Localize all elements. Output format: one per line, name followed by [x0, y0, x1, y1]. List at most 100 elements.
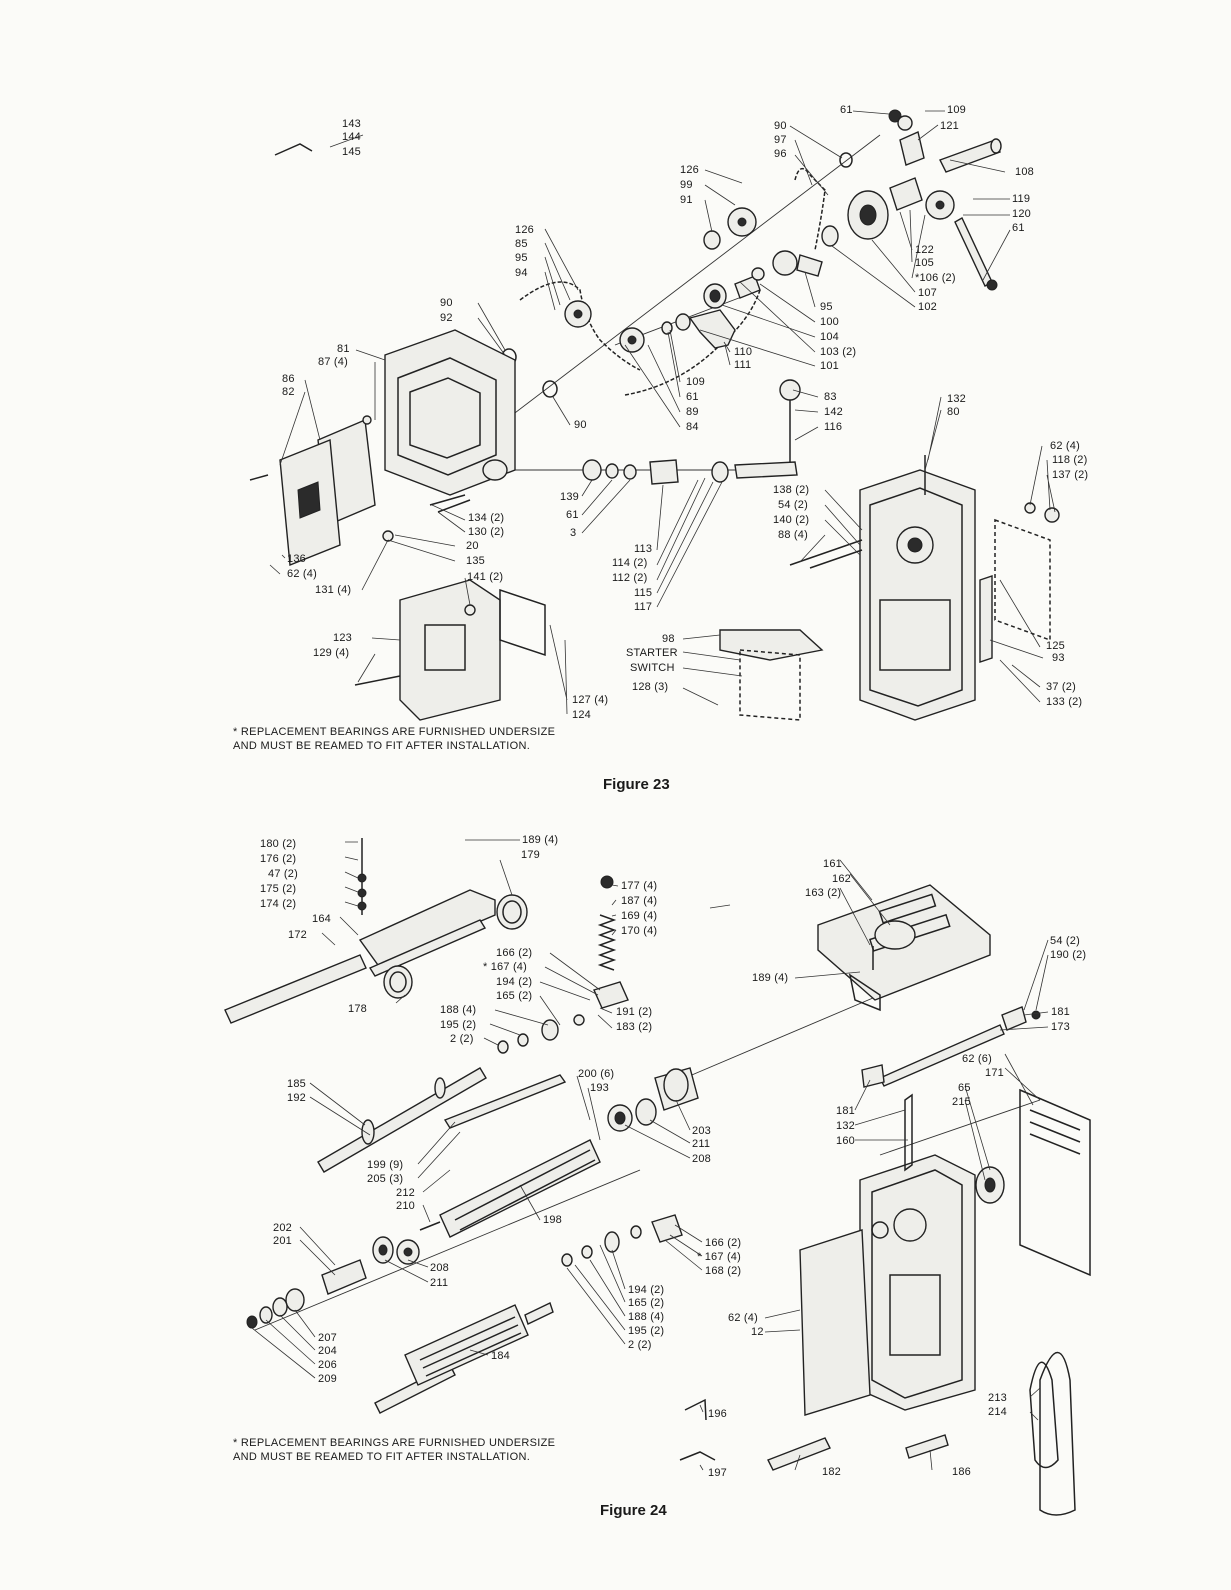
drive-shaft-185: [317, 1067, 487, 1173]
callout-194: 194 (2): [496, 976, 533, 988]
callout-54: 54 (2): [778, 499, 808, 511]
callout-167-b: * 167 (4): [697, 1251, 741, 1263]
callout-129: 129 (4): [313, 647, 350, 659]
callout-starter: STARTER: [626, 647, 678, 659]
callout-202: 202: [273, 1222, 292, 1234]
callout-166-b: 166 (2): [705, 1237, 742, 1249]
callout-138: 138 (2): [773, 484, 810, 496]
spring-170: [597, 875, 617, 971]
callout-133: 133 (2): [1046, 696, 1083, 708]
fence-bar-172: [224, 889, 496, 1024]
callout-83: 83: [824, 391, 837, 403]
callout-177: 177 (4): [621, 880, 658, 892]
callout-107: 107: [918, 287, 937, 299]
callout-178: 178: [348, 1003, 367, 1015]
callout-102: 102: [918, 301, 937, 313]
callout-194-b: 194 (2): [628, 1284, 665, 1296]
callout-139: 139: [560, 491, 579, 503]
bearing-note: * REPLACEMENT BEARINGS ARE FURNISHED UND…: [233, 1437, 556, 1463]
callout-184: 184: [491, 1350, 510, 1362]
callout-209: 209: [318, 1373, 337, 1385]
callout-128: 128 (3): [632, 681, 669, 693]
callout-93: 93: [1052, 652, 1065, 664]
callout-113: 113: [634, 543, 653, 555]
callout-206: 206: [318, 1359, 337, 1371]
callout-121: 121: [940, 120, 959, 132]
callout-3: 3: [570, 527, 577, 539]
callout-181: 181: [1051, 1006, 1070, 1018]
callout-95: 95: [515, 252, 528, 264]
callout-204: 204: [318, 1345, 337, 1357]
callout-99: 99: [680, 179, 693, 191]
side-cover-171: [1019, 1088, 1091, 1277]
callout-175: 175 (2): [260, 883, 297, 895]
callout-104: 104: [820, 331, 839, 343]
callout-54: 54 (2): [1050, 935, 1080, 947]
callout-108: 108: [1015, 166, 1034, 178]
callout-211: 211: [692, 1138, 711, 1150]
callout-61-c: 61: [686, 391, 699, 403]
figure-24: 180 (2) 176 (2) 47 (2) 175 (2) 174 (2) 1…: [0, 820, 1231, 1590]
callout-88: 88 (4): [778, 529, 808, 541]
callout-61-d: 61: [566, 509, 579, 521]
callout-145: 145: [342, 146, 361, 158]
callout-211-b: 211: [430, 1277, 449, 1289]
callout-197: 197: [708, 1467, 727, 1479]
callout-94: 94: [515, 267, 528, 279]
callout-181-b: 181: [836, 1105, 855, 1117]
callout-114: 114 (2): [612, 557, 648, 569]
callout-176: 176 (2): [260, 853, 297, 865]
callout-89: 89: [686, 406, 699, 418]
callout-180: 180 (2): [260, 838, 297, 850]
callout-37: 37 (2): [1046, 681, 1076, 693]
callout-196: 196: [708, 1408, 727, 1420]
callout-169: 169 (4): [621, 910, 658, 922]
callout-172: 172: [288, 929, 307, 941]
sprocket-91: [727, 207, 757, 237]
callout-203: 203: [692, 1125, 711, 1137]
callout-163: 163 (2): [805, 887, 842, 899]
callout-106: *106 (2): [915, 272, 956, 284]
callout-120: 120: [1012, 208, 1031, 220]
callout-20: 20: [466, 540, 479, 552]
callout-124: 124: [572, 709, 591, 721]
callout-191: 191 (2): [616, 1006, 653, 1018]
callout-91: 91: [680, 194, 693, 206]
callout-127: 127 (4): [572, 694, 609, 706]
callout-switch: SWITCH: [630, 662, 675, 674]
callout-130: 130 (2): [468, 526, 505, 538]
guard-123: [399, 579, 501, 721]
callout-187: 187 (4): [621, 895, 658, 907]
callout-117: 117: [634, 601, 653, 613]
callout-47: 47 (2): [268, 868, 298, 880]
callout-101: 101: [820, 360, 839, 372]
callout-126-b: 126: [515, 224, 534, 236]
callout-161: 161: [823, 858, 842, 870]
callout-96: 96: [774, 148, 787, 160]
callout-131: 131 (4): [315, 584, 352, 596]
callout-119: 119: [1012, 193, 1031, 205]
callout-136: 136: [287, 553, 306, 565]
callout-168: 168 (2): [705, 1265, 742, 1277]
main-housing-frame: [859, 469, 976, 721]
callout-208-b: 208: [430, 1262, 449, 1274]
callout-167: * 167 (4): [483, 961, 527, 973]
callout-193: 193: [590, 1082, 609, 1094]
callout-62-4: 62 (4): [728, 1312, 758, 1324]
callout-188: 188 (4): [440, 1004, 477, 1016]
callout-2-b: 2 (2): [628, 1339, 652, 1351]
figure-caption: Figure 24: [600, 1502, 667, 1519]
callout-115: 115: [634, 587, 653, 599]
callout-189-b: 189 (4): [752, 972, 789, 984]
callout-207: 207: [318, 1332, 337, 1344]
callout-62-6: 62 (6): [962, 1053, 992, 1065]
figure-23-exploded-drawing: [249, 109, 1060, 721]
callout-205: 205 (3): [367, 1173, 404, 1185]
callout-110: 110: [734, 346, 753, 358]
callout-116: 116: [824, 421, 843, 433]
belt-213: [1029, 1351, 1076, 1516]
callout-80: 80: [947, 406, 960, 418]
callout-84: 84: [686, 421, 699, 433]
callout-62-4-b: 62 (4): [287, 568, 317, 580]
callout-90: 90: [774, 120, 787, 132]
